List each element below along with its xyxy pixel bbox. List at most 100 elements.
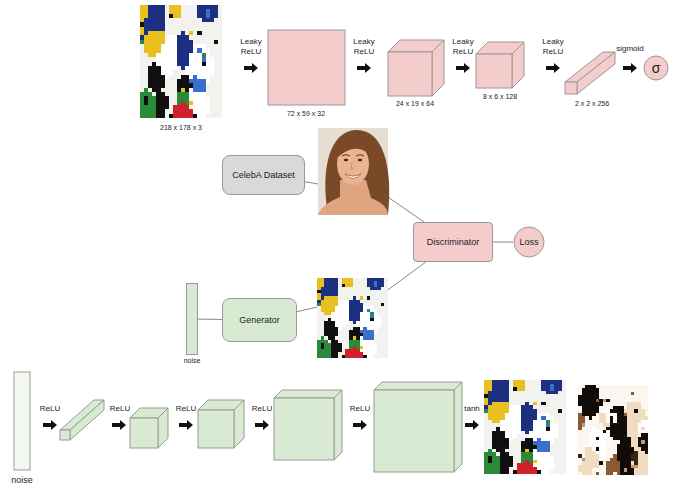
image-pixel (509, 391, 513, 395)
image-pixel (214, 114, 219, 119)
image-pixel (374, 293, 378, 296)
image-pixel (353, 303, 357, 306)
image-pixel (177, 22, 182, 27)
image-pixel (578, 423, 582, 427)
image-pixel (505, 441, 510, 445)
image-pixel (161, 53, 166, 58)
image-pixel (152, 5, 157, 10)
image-pixel (381, 352, 385, 355)
image-pixel (377, 327, 381, 330)
image-pixel (324, 340, 328, 343)
image-pixel (144, 22, 149, 27)
image-pixel (165, 31, 170, 36)
image-pixel (541, 423, 546, 427)
image-pixel (496, 391, 501, 395)
image-pixel (496, 413, 501, 417)
image-pixel (500, 394, 505, 398)
image-pixel (353, 321, 357, 324)
image-pixel (177, 109, 182, 114)
image-pixel (335, 330, 339, 333)
image-pixel (550, 402, 555, 406)
image-pixel (349, 284, 353, 287)
image-pixel (505, 452, 510, 456)
image-pixel (140, 88, 145, 93)
image-pixel (177, 88, 182, 93)
image-pixel (177, 70, 182, 75)
image-pixel (533, 456, 538, 460)
image-pixel (578, 413, 582, 417)
image-pixel (384, 324, 388, 327)
image-pixel (353, 336, 357, 339)
image-pixel (181, 83, 186, 88)
image-pixel (218, 9, 223, 14)
image-pixel (177, 101, 182, 106)
image-pixel (197, 92, 202, 97)
image-pixel (529, 387, 534, 391)
image-pixel (345, 355, 349, 358)
image-pixel (558, 398, 563, 402)
image-pixel (148, 44, 153, 49)
image-pixel (189, 35, 194, 40)
image-pixel (488, 427, 493, 431)
image-pixel (620, 385, 624, 389)
image-pixel (624, 468, 628, 472)
image-pixel (140, 105, 145, 110)
image-pixel (624, 454, 628, 458)
image-pixel (610, 451, 614, 455)
image-pixel (582, 427, 586, 431)
flow-arrow (43, 420, 57, 430)
image-pixel (214, 35, 219, 40)
image-pixel (197, 22, 202, 27)
image-pixel (617, 458, 621, 462)
image-pixel (360, 330, 364, 333)
image-pixel (218, 57, 223, 62)
image-pixel (353, 327, 357, 330)
image-pixel (210, 53, 215, 58)
image-pixel (517, 384, 522, 388)
image-pixel (533, 394, 538, 398)
image-pixel (181, 105, 186, 110)
image-pixel (161, 66, 166, 71)
image-pixel (335, 306, 339, 309)
image-pixel (206, 109, 211, 114)
image-pixel (338, 324, 342, 327)
image-pixel (509, 380, 513, 384)
image-pixel (185, 79, 190, 84)
image-pixel (617, 409, 621, 413)
image-pixel (140, 79, 145, 84)
image-pixel (165, 14, 170, 19)
image-pixel (537, 452, 542, 456)
image-pixel (529, 402, 534, 406)
image-pixel (169, 18, 174, 23)
image-pixel (529, 445, 534, 449)
image-pixel (521, 394, 526, 398)
image-pixel (546, 441, 551, 445)
image-pixel (578, 461, 582, 465)
image-pixel (335, 355, 339, 358)
image-pixel (554, 434, 559, 438)
image-pixel (324, 300, 328, 303)
image-pixel (496, 398, 501, 402)
image-pixel (342, 343, 346, 346)
image-pixel (381, 278, 385, 281)
image-pixel (484, 387, 489, 391)
image-pixel (338, 284, 342, 287)
image-pixel (582, 468, 586, 472)
image-pixel (525, 387, 530, 391)
image-pixel (537, 445, 542, 449)
image-pixel (558, 416, 563, 420)
image-pixel (173, 79, 178, 84)
image-pixel (592, 468, 596, 472)
image-pixel (381, 349, 385, 352)
image-pixel (517, 391, 522, 395)
image-pixel (558, 423, 563, 427)
image-pixel (181, 5, 186, 10)
image-pixel (513, 467, 518, 471)
connector-line (493, 242, 513, 243)
image-pixel (324, 355, 328, 358)
image-pixel (342, 284, 346, 287)
image-pixel (488, 434, 493, 438)
image-pixel (529, 456, 534, 460)
image-pixel (173, 53, 178, 58)
image-pixel (624, 461, 628, 465)
